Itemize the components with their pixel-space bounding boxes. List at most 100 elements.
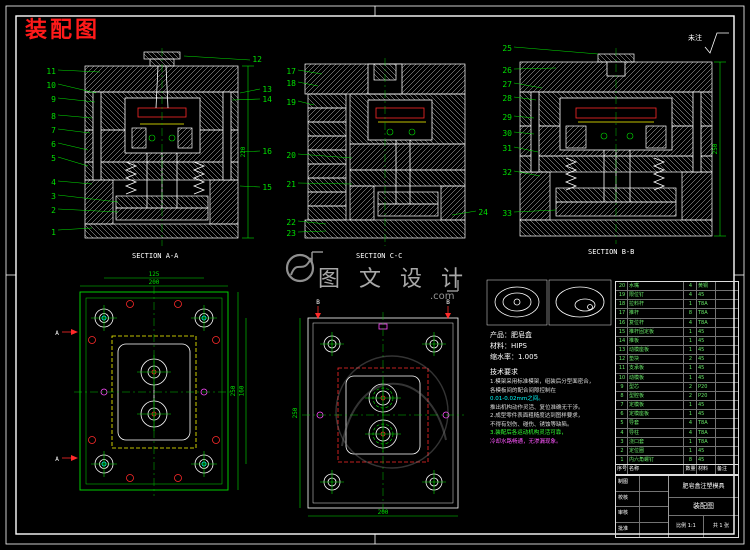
callout-1: 1 xyxy=(51,228,56,237)
bom-cell-qty: 1 xyxy=(684,437,697,446)
section-arrow-a-bottom xyxy=(71,455,78,461)
section-arrow-b-right xyxy=(445,313,451,319)
notes-block: 产品：肥皂盒 材料：HIPS 缩水率：1.005 技术要求 1.模架采用标准模架… xyxy=(490,330,614,446)
section-letter-b-right: B xyxy=(446,299,450,306)
callout-27: 27 xyxy=(502,80,512,89)
bom-cell-no: 6 xyxy=(616,410,628,419)
callout-16: 16 xyxy=(262,147,272,156)
bom-cell-name: 定位圈 xyxy=(628,446,684,455)
callout-30: 30 xyxy=(502,129,512,138)
bom-cell-no: 17 xyxy=(616,309,628,318)
bom-cell-mat: 45 xyxy=(697,455,716,465)
callout-12: 12 xyxy=(252,55,262,64)
callout-3: 3 xyxy=(51,192,56,201)
section-cc-label: SECTION C-C xyxy=(356,252,402,260)
watermark-brand: 图 文 设 计 xyxy=(318,267,469,292)
bom-cell-name: 推杆固定板 xyxy=(628,327,684,336)
bom-cell-mat: T8A xyxy=(697,419,716,428)
bom-cell-no: 7 xyxy=(616,401,628,410)
bom-cell-qty: 1 xyxy=(684,364,697,373)
callout-5: 5 xyxy=(51,154,56,163)
callout-33: 33 xyxy=(502,209,512,218)
watermark-suffix: .com xyxy=(430,291,455,302)
callout-numbers: 1 2 3 4 5 6 7 8 9 10 11 12 13 14 15 16 1… xyxy=(46,44,512,238)
product-shrinkage: 缩水率：1.005 xyxy=(490,353,539,361)
bom-cell-name: 型腔板 xyxy=(628,391,684,401)
callout-15: 15 xyxy=(262,183,272,192)
bom-cell-no: 10 xyxy=(616,373,628,382)
dim-plan-left-width2: 125 xyxy=(149,271,160,278)
callout-32: 32 xyxy=(502,168,512,177)
roughness-label: 未注 xyxy=(688,33,702,42)
bom-cell-no: 18 xyxy=(616,300,628,309)
bom-cell-name: 型芯 xyxy=(628,382,684,391)
dim-plan-left-height: 250 xyxy=(230,385,237,396)
drawing-type: 装配图 xyxy=(669,498,738,516)
dim-bb-height: 250 xyxy=(712,143,719,154)
bom-cell-qty: 4 xyxy=(684,428,697,437)
callout-leaders xyxy=(57,46,599,233)
dim-plan-left-height2: 160 xyxy=(239,385,246,396)
note-line: 0.01-0.02mm之间。 xyxy=(490,396,544,402)
bom-cell-qty: 1 xyxy=(684,410,697,419)
bom-cell-qty: 1 xyxy=(684,446,697,455)
bom-cell-name: 内六角螺钉 xyxy=(628,455,684,465)
bom-cell-mat: T8A xyxy=(697,428,716,437)
bom-cell-mat: 黄铜 xyxy=(697,282,716,291)
bom-cell-note xyxy=(716,337,738,345)
roughness-note: 未注 xyxy=(688,32,729,54)
bom-cell-mat: 45 xyxy=(697,373,716,382)
callout-10: 10 xyxy=(46,81,56,90)
bom-cell-note xyxy=(716,429,738,437)
role-label: 制图 xyxy=(616,476,640,491)
bom-cell-mat: 45 xyxy=(697,401,716,410)
callout-23: 23 xyxy=(286,229,296,238)
bom-cell-qty: 1 xyxy=(684,336,697,346)
role-signature xyxy=(640,507,668,522)
callout-28: 28 xyxy=(502,94,512,103)
bom-cell-mat: T8A xyxy=(697,437,716,446)
bom-cell-no: 8 xyxy=(616,391,628,401)
bom-cell-mat: T8A xyxy=(697,309,716,318)
bom-cell-name: 动模板 xyxy=(628,373,684,382)
plan-view-left: A A xyxy=(55,286,234,496)
bom-cell-qty: 1 xyxy=(684,346,697,355)
section-bb-view: SECTION B-B xyxy=(519,48,713,256)
role-row: 审核 xyxy=(616,507,668,523)
bom-cell-mat: P20 xyxy=(697,391,716,401)
bom-cell-name: 复位杆 xyxy=(628,318,684,327)
title-block-roles: 制图 校核 审核 批准 xyxy=(616,476,669,537)
title-block-info: 肥皂盒注塑模具 装配图 比例 1:1 共 1 张 xyxy=(669,476,738,537)
bom-cell-no: 4 xyxy=(616,428,628,437)
dim-plan-left-width: 200 xyxy=(149,279,160,286)
bom-cell-note xyxy=(716,374,738,382)
bom-header-name: 名称 xyxy=(628,465,684,474)
role-row: 校核 xyxy=(616,491,668,507)
callout-22: 22 xyxy=(286,218,296,227)
bom-header-qty: 数量 xyxy=(685,465,697,474)
bom-cell-note xyxy=(716,291,738,299)
section-letter-a-bottom: A xyxy=(55,456,59,463)
bom-cell-no: 3 xyxy=(616,437,628,446)
callout-9: 9 xyxy=(51,95,56,104)
bom-cell-qty: 4 xyxy=(684,419,697,428)
role-row: 批准 xyxy=(616,522,668,537)
bom-cell-note xyxy=(716,319,738,327)
bom-cell-qty: 2 xyxy=(684,355,697,364)
tech-requirements-title: 技术要求 xyxy=(490,368,518,376)
bom-cell-qty: 1 xyxy=(684,401,697,410)
section-bb-label: SECTION B-B xyxy=(588,248,634,256)
callout-14: 14 xyxy=(262,95,272,104)
note-line: 推出机构动作灵活、复位准确无干涉。 xyxy=(490,404,584,411)
bom-cell-qty: 4 xyxy=(684,318,697,327)
role-signature xyxy=(640,492,668,507)
roughness-icon xyxy=(704,32,729,54)
bom-cell-qty: 2 xyxy=(684,391,697,401)
